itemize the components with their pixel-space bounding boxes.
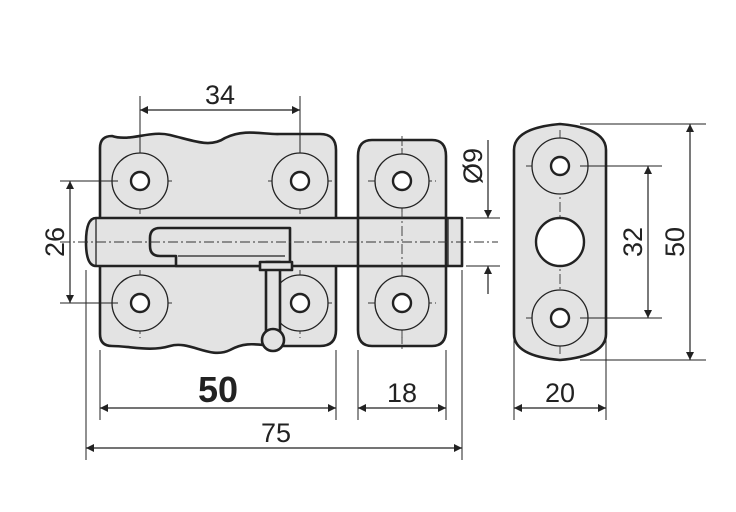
dimension-hole-spacing: 34: [139, 80, 301, 153]
base-screw-hole-bottom-left: [111, 274, 169, 332]
strike-screw-hole-top: [531, 137, 589, 195]
dimension-label-50-height: 50: [660, 227, 690, 257]
dimension-strike-hole-spacing: 32: [580, 165, 662, 319]
dimension-strike-height: 50: [580, 123, 706, 361]
dimension-label-diameter-9: Ø9: [458, 148, 488, 184]
base-screw-hole-top-right: [271, 152, 329, 210]
dimension-label-50: 50: [198, 369, 238, 410]
dimension-label-75: 75: [261, 418, 291, 448]
keeper-screw-hole-top: [374, 153, 430, 209]
dimension-label-26: 26: [40, 227, 70, 257]
bolt-slot: [148, 226, 292, 268]
strike-bolt-hole: [534, 216, 586, 268]
dimension-vertical-spacing: 26: [40, 180, 118, 304]
dimension-bolt-diameter: Ø9: [458, 140, 500, 294]
dimension-label-34: 34: [205, 80, 235, 110]
dimension-label-32: 32: [618, 227, 648, 257]
dimension-label-20: 20: [545, 378, 575, 408]
strike-screw-hole-bottom: [531, 289, 589, 347]
dimension-label-18: 18: [387, 378, 417, 408]
dimension-strike-width: 20: [513, 340, 607, 420]
bolt-handle: [258, 260, 294, 353]
keeper-screw-hole-bottom: [374, 275, 430, 331]
dimension-keeper-width: 18: [357, 350, 447, 420]
base-screw-hole-bottom-right: [271, 274, 329, 332]
dimension-total-length: 75: [85, 270, 463, 460]
base-screw-hole-top-left: [111, 152, 169, 210]
dimension-base-width: 50: [99, 350, 337, 420]
